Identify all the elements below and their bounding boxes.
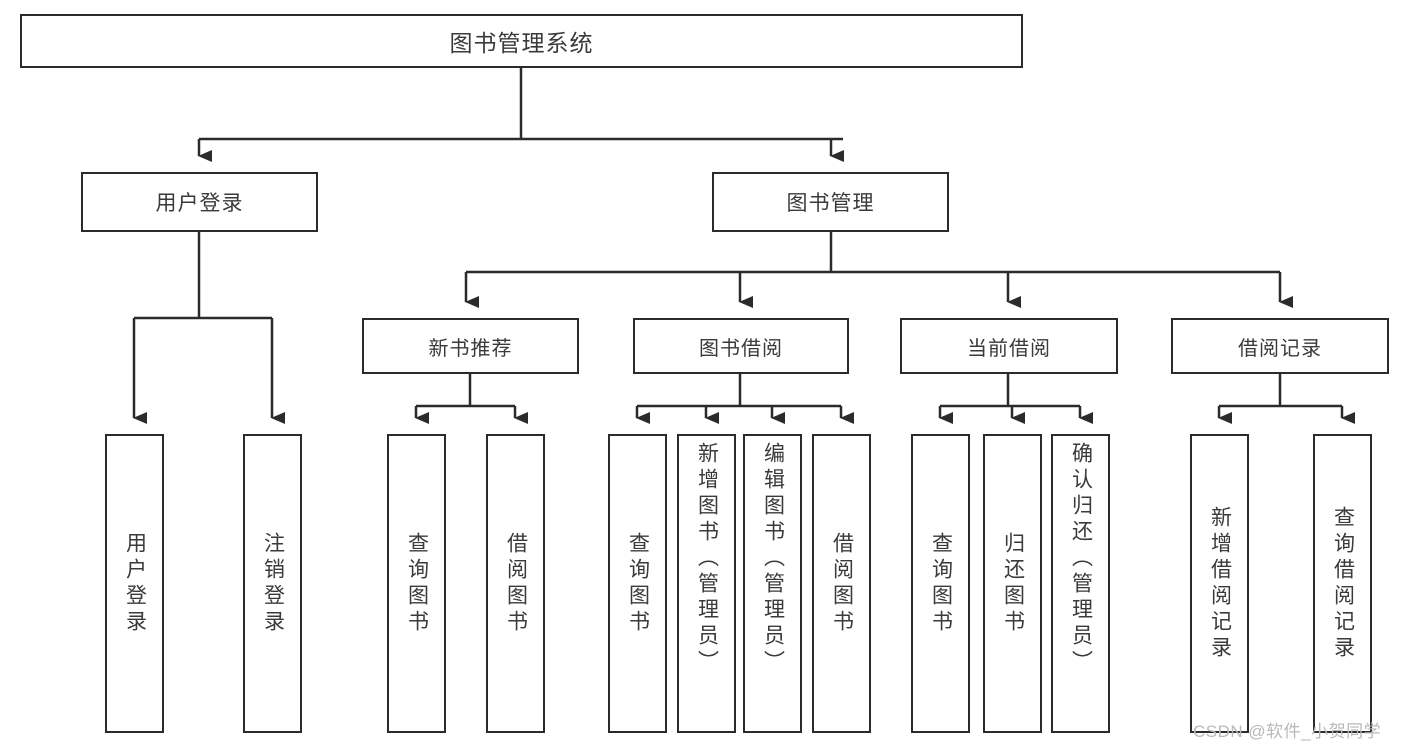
node-level3-2[interactable]: 当前借阅 [900, 318, 1118, 374]
node-leaf-5[interactable]: 新增图书（管理员） [677, 434, 736, 733]
node-leaf-12[interactable]: 查询借阅记录 [1313, 434, 1372, 733]
node-leaf-9[interactable]: 归还图书 [983, 434, 1042, 733]
node-level3-3[interactable]: 借阅记录 [1171, 318, 1389, 374]
node-root-图书管理系统[interactable]: 图书管理系统 [20, 14, 1023, 68]
node-leaf-4[interactable]: 查询图书 [608, 434, 667, 733]
node-level3-1[interactable]: 图书借阅 [633, 318, 849, 374]
node-leaf-0[interactable]: 用户登录 [105, 434, 164, 733]
node-leaf-6[interactable]: 编辑图书（管理员） [743, 434, 802, 733]
node-leaf-11[interactable]: 新增借阅记录 [1190, 434, 1249, 733]
node-leaf-7[interactable]: 借阅图书 [812, 434, 871, 733]
node-level2-1[interactable]: 图书管理 [712, 172, 949, 232]
node-leaf-8[interactable]: 查询图书 [911, 434, 970, 733]
node-level2-0[interactable]: 用户登录 [81, 172, 318, 232]
node-leaf-1[interactable]: 注销登录 [243, 434, 302, 733]
node-leaf-3[interactable]: 借阅图书 [486, 434, 545, 733]
csdn-watermark: CSDN @软件_小贺同学 [1193, 722, 1382, 741]
node-leaf-10[interactable]: 确认归还（管理员） [1051, 434, 1110, 733]
node-level3-0[interactable]: 新书推荐 [362, 318, 579, 374]
node-leaf-2[interactable]: 查询图书 [387, 434, 446, 733]
